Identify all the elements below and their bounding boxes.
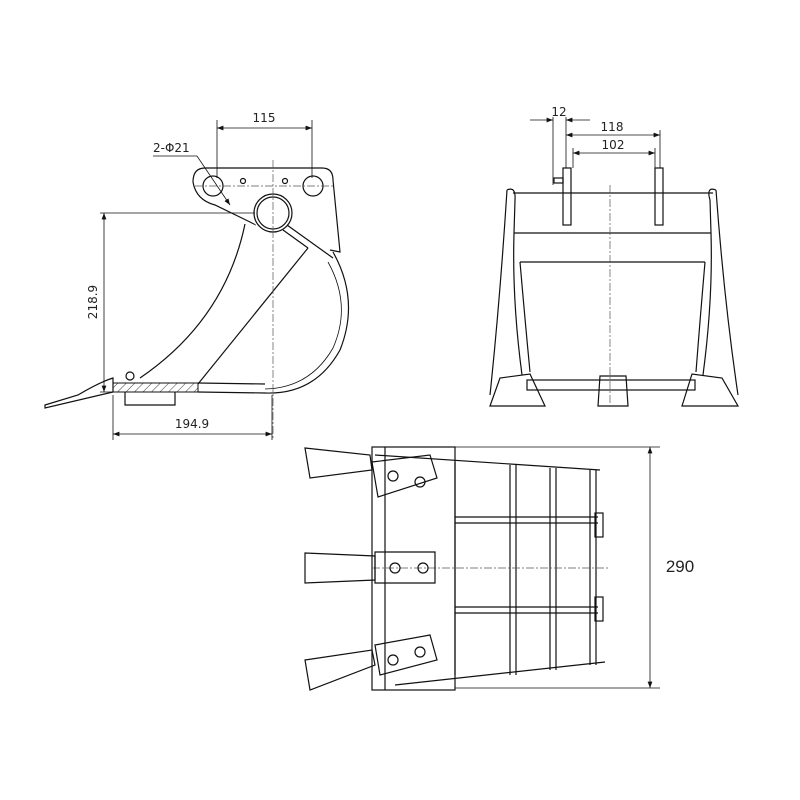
dim-holes: 2-Φ21 xyxy=(153,141,190,155)
top-view xyxy=(304,446,660,691)
small-hole xyxy=(281,177,289,185)
shank-inner xyxy=(139,223,246,379)
ear-top xyxy=(594,596,604,622)
tooth-bar xyxy=(526,379,696,391)
tooth-top xyxy=(304,634,438,691)
dim-pin-spacing: 115 xyxy=(253,111,276,125)
dim-outer: 118 xyxy=(601,120,624,134)
mount-plate xyxy=(192,167,341,253)
dim-height: 218.9 xyxy=(86,285,100,319)
tooth-left xyxy=(489,373,546,407)
dim-length: 194.9 xyxy=(175,417,209,431)
tooth xyxy=(44,377,114,409)
tooth-top xyxy=(304,447,438,498)
tooth-right xyxy=(681,373,740,407)
side-right xyxy=(702,188,739,396)
bolt xyxy=(125,371,135,381)
ear-right xyxy=(654,167,664,226)
gusset xyxy=(282,224,334,259)
dim-plate: 12 xyxy=(551,105,566,119)
ear-top xyxy=(594,512,604,538)
pin xyxy=(553,177,564,184)
dim-width: 290 xyxy=(666,557,694,576)
base-plate xyxy=(124,382,266,406)
small-hole xyxy=(239,177,247,185)
hatched-section xyxy=(112,382,199,393)
side-view xyxy=(44,120,350,440)
tube-inner xyxy=(256,196,290,230)
side-left xyxy=(489,188,523,396)
side-rails xyxy=(374,454,606,686)
tooth-top xyxy=(304,551,436,584)
ear-left xyxy=(562,167,572,226)
front-view xyxy=(489,117,740,407)
tooth-center xyxy=(597,375,629,407)
dim-inner: 102 xyxy=(602,138,625,152)
bucket-edges xyxy=(513,192,713,263)
shank-outer xyxy=(264,251,350,394)
